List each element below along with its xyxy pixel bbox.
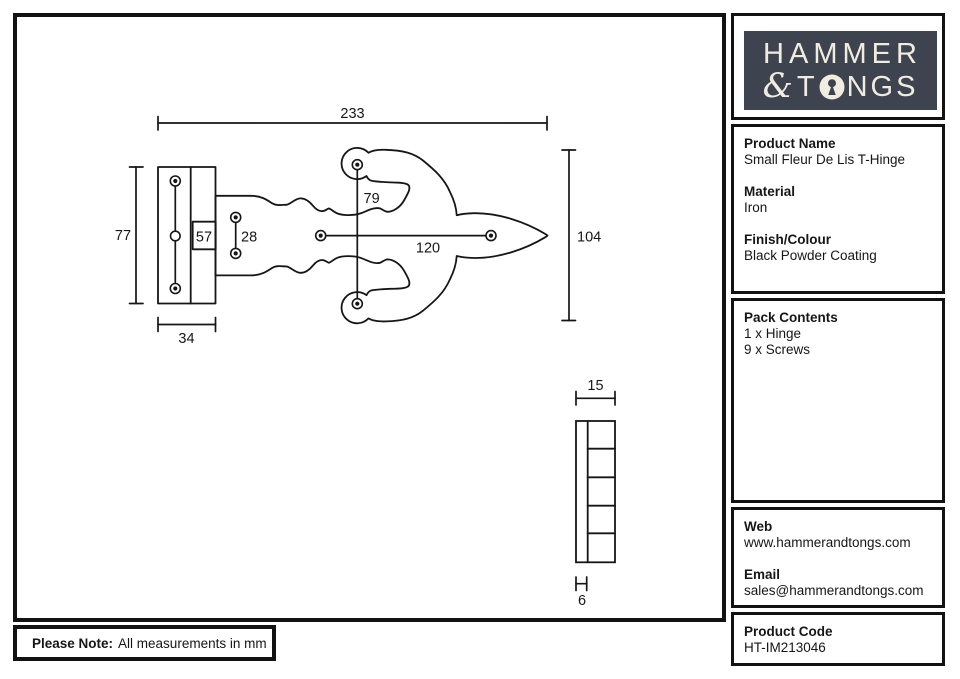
dimension-lines bbox=[128, 115, 577, 333]
measurements-note: Please Note: All measurements in mm bbox=[13, 625, 276, 661]
keyhole-icon bbox=[819, 74, 845, 100]
contact-panel: Web www.hammerandtongs.com Email sales@h… bbox=[731, 507, 945, 608]
side-view bbox=[575, 390, 616, 592]
logo-tongs-t: T bbox=[796, 70, 818, 103]
dim-label-side-width: 15 bbox=[587, 378, 603, 394]
web-group: Web www.hammerandtongs.com bbox=[744, 519, 932, 551]
front-view bbox=[157, 147, 549, 325]
note-label: Please Note: bbox=[32, 635, 114, 651]
dim-label-overall-length: 233 bbox=[340, 106, 364, 122]
dim-label-plate-height: 77 bbox=[115, 228, 131, 244]
dimension-labels: 233 104 77 34 57 28 79 120 15 6 bbox=[115, 106, 604, 609]
product-code-panel: Product Code HT-IM213046 bbox=[731, 612, 945, 666]
email-group: Email sales@hammerandtongs.com bbox=[744, 567, 932, 599]
dim-label-side-thickness: 6 bbox=[578, 593, 586, 609]
material-label: Material bbox=[744, 184, 796, 199]
pack-contents-item: 9 x Screws bbox=[744, 342, 811, 357]
web-label: Web bbox=[744, 519, 773, 534]
product-name-group: Product Name Small Fleur De Lis T-Hinge bbox=[744, 136, 932, 168]
product-name-label: Product Name bbox=[744, 136, 836, 151]
email-value: sales@hammerandtongs.com bbox=[744, 583, 924, 598]
product-name-value: Small Fleur De Lis T-Hinge bbox=[744, 152, 906, 167]
dim-label-strap-hole-spacing: 120 bbox=[416, 241, 440, 257]
strap-fleur-outline bbox=[214, 147, 549, 325]
dim-label-fleur-hole-spacing: 79 bbox=[364, 191, 380, 207]
knuckle-dim-box bbox=[191, 220, 217, 251]
open-hole bbox=[169, 230, 181, 242]
material-value: Iron bbox=[744, 200, 768, 215]
finish-group: Finish/Colour Black Powder Coating bbox=[744, 232, 932, 264]
pack-contents-label: Pack Contents bbox=[744, 310, 838, 325]
dim-label-plate-hole-spacing: 28 bbox=[241, 230, 257, 246]
logo-tongs-ngs: NGS bbox=[846, 70, 919, 103]
product-code-label: Product Code bbox=[744, 624, 833, 639]
material-group: Material Iron bbox=[744, 184, 932, 216]
email-label: Email bbox=[744, 567, 781, 582]
dim-label-knuckle: 57 bbox=[196, 230, 212, 246]
logo-line1: HAMMER bbox=[763, 37, 922, 70]
side-view-outline bbox=[575, 420, 616, 564]
dim-label-plate-width: 34 bbox=[178, 331, 194, 347]
web-value: www.hammerandtongs.com bbox=[744, 535, 911, 550]
logo-panel: HAMMER & T NGS bbox=[731, 13, 945, 120]
drawing-area-frame bbox=[13, 13, 726, 622]
dim-label-fleur-height: 104 bbox=[577, 230, 601, 246]
logo-ampersand: & bbox=[762, 65, 793, 106]
product-info-panel: Product Name Small Fleur De Lis T-Hinge … bbox=[731, 124, 945, 294]
product-code-value: HT-IM213046 bbox=[744, 640, 826, 655]
note-text: All measurements in mm bbox=[118, 635, 267, 651]
pack-contents-panel: Pack Contents 1 x Hinge 9 x Screws bbox=[731, 298, 945, 503]
finish-value: Black Powder Coating bbox=[744, 248, 877, 263]
screw-holes bbox=[169, 158, 497, 310]
hammer-and-tongs-logo: HAMMER & T NGS bbox=[744, 31, 937, 110]
pack-contents-item: 1 x Hinge bbox=[744, 326, 802, 341]
finish-label: Finish/Colour bbox=[744, 232, 831, 247]
logo-line2: & T NGS bbox=[762, 65, 919, 106]
